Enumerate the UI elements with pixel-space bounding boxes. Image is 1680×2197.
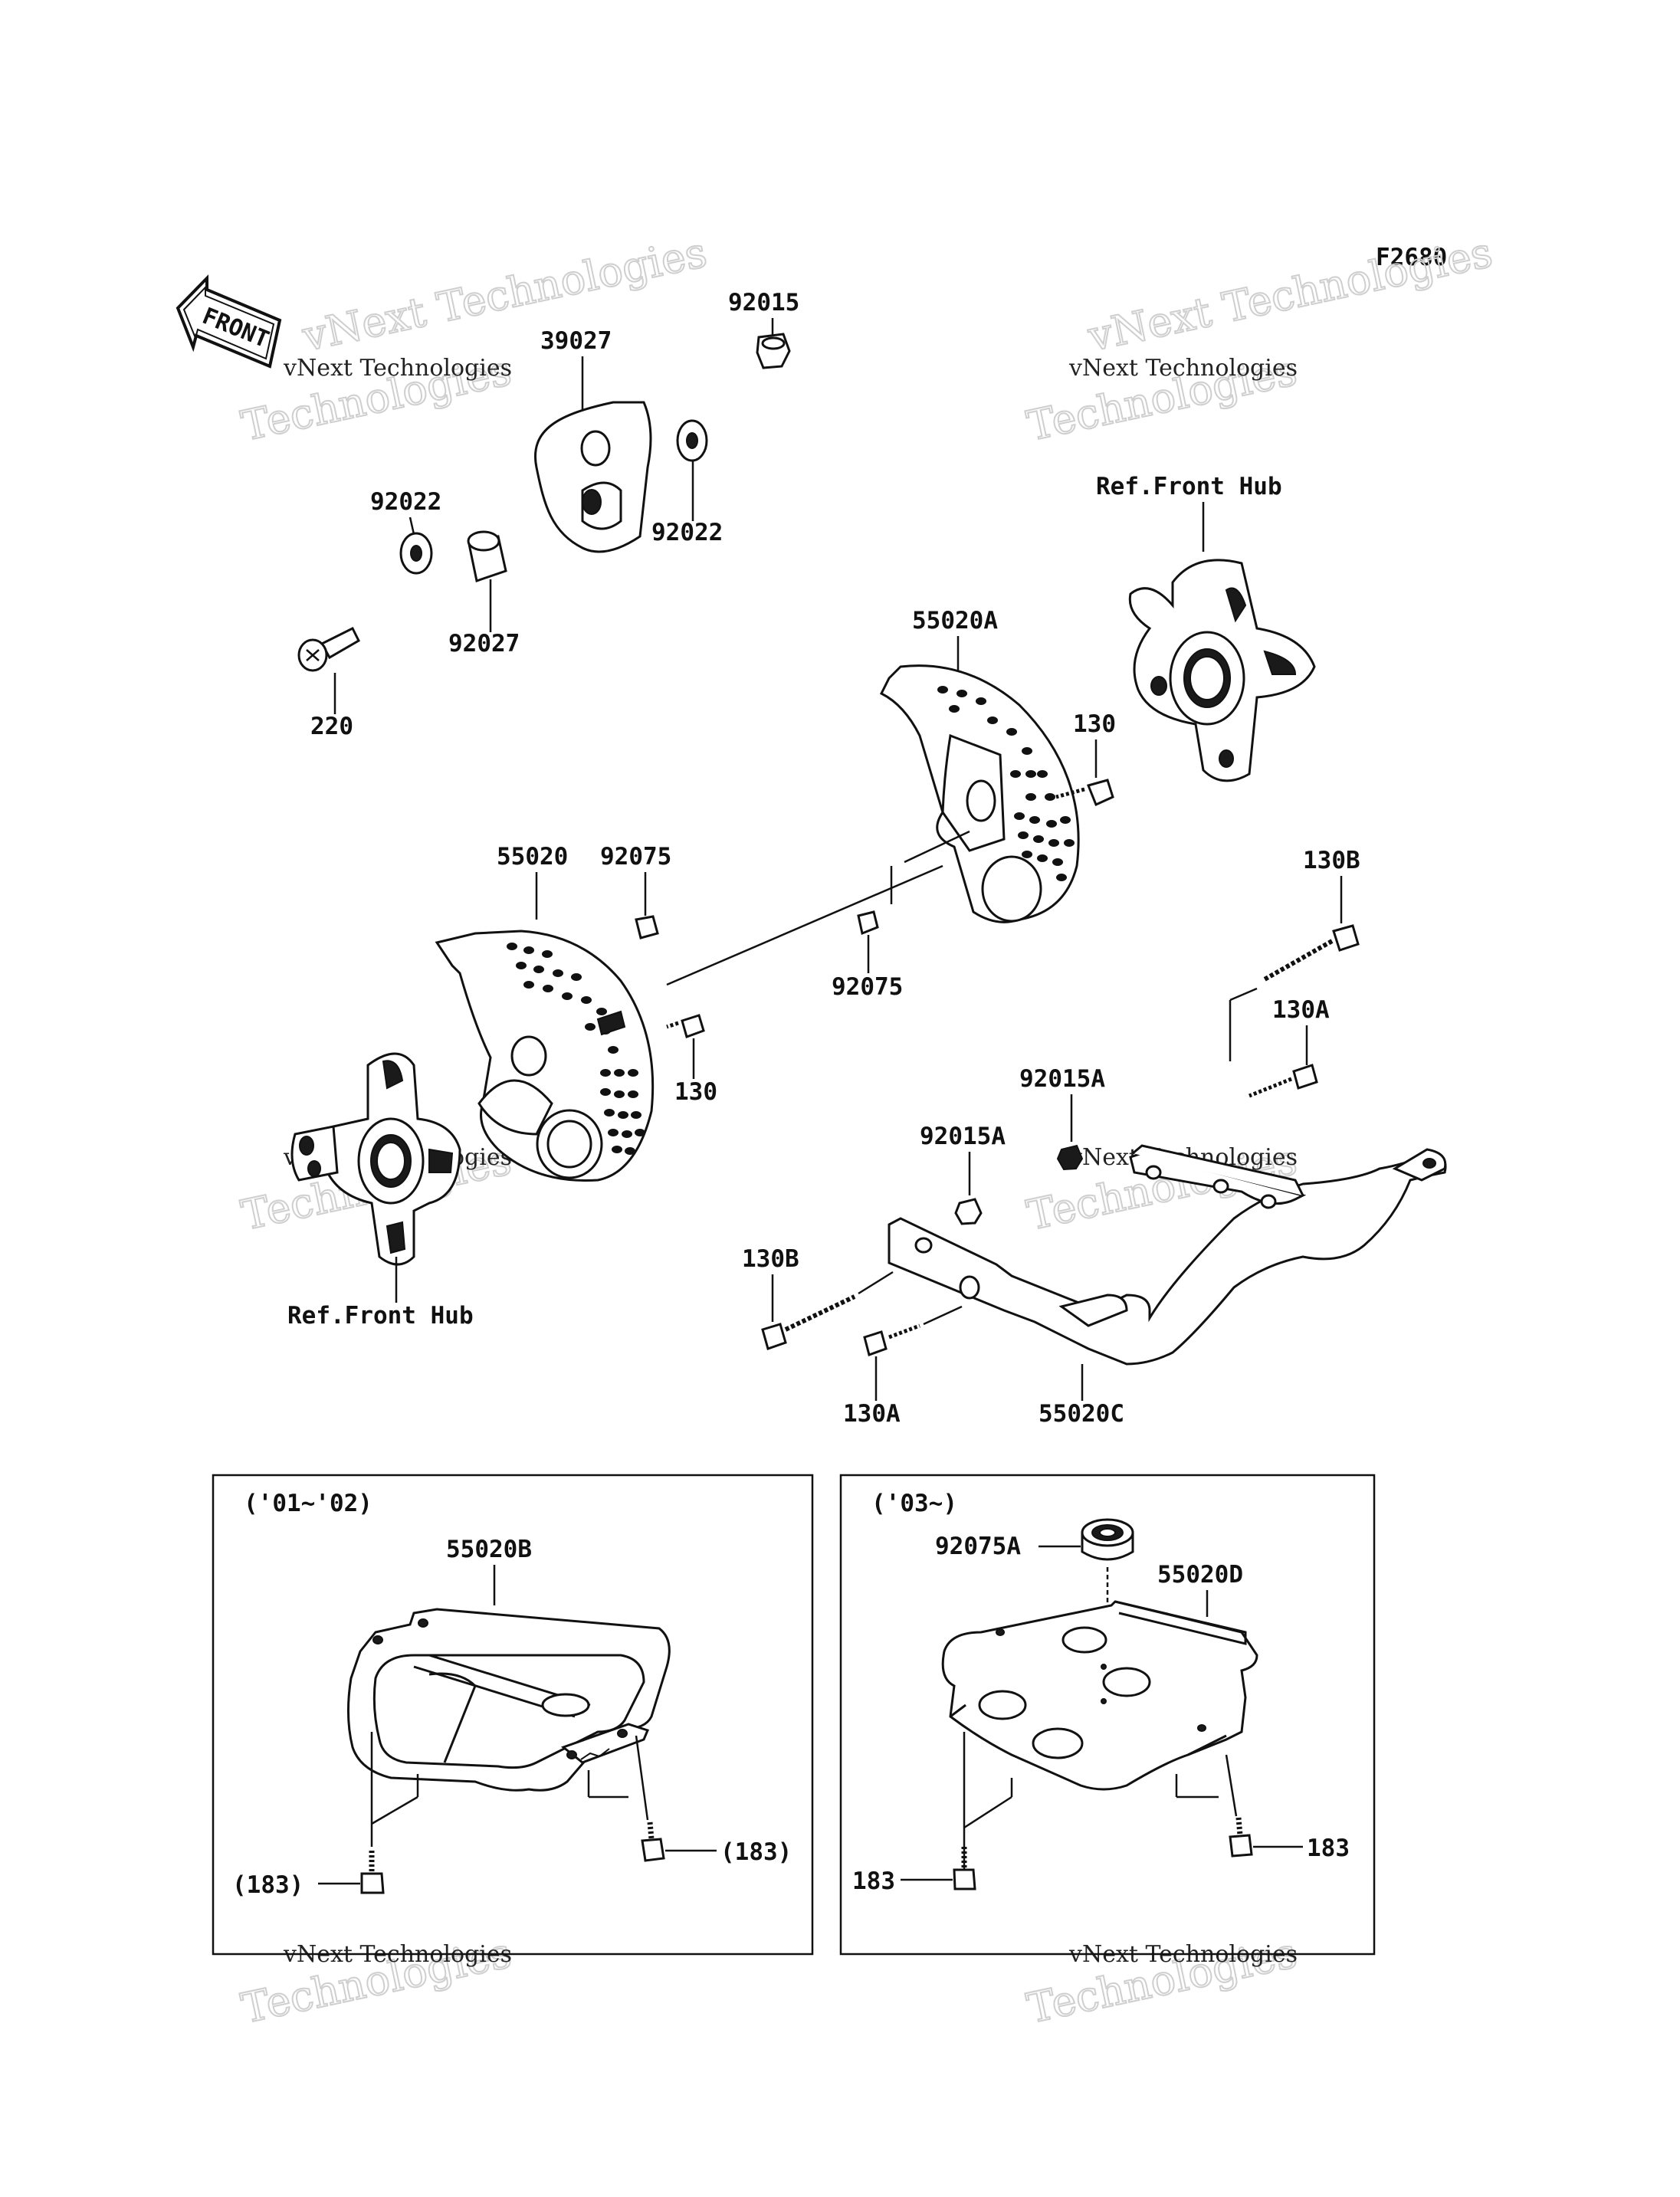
axis-line [666, 864, 943, 986]
label-130A-left: 130A [843, 1400, 901, 1428]
part-130-bolt-mid [666, 1014, 705, 1038]
label-55020D: 55020D [1157, 1561, 1243, 1589]
label-130A-right: 130A [1272, 996, 1330, 1024]
part-92015A-nut-right [1056, 1144, 1084, 1171]
part-183-bolt-inset-left-a [360, 1851, 385, 1894]
label-183-inset-left-a: (183) [232, 1871, 304, 1899]
part-92015-nut [756, 333, 791, 369]
part-130B-bolt-left [761, 1294, 856, 1350]
part-92075A-bumper [1081, 1518, 1134, 1561]
label-92015: 92015 [728, 289, 799, 316]
part-130A-bolt-right [1249, 1064, 1318, 1098]
label-92022-right: 92022 [651, 519, 723, 546]
part-92027-collar [467, 530, 507, 582]
part-55020A-disc-guard [879, 664, 1080, 923]
part-183-bolt-inset-right-a [953, 1847, 976, 1890]
label-ref-front-hub-top: Ref.Front Hub [1096, 473, 1282, 500]
part-92075-grommet-left [635, 915, 659, 939]
svg-text:vNext Technologies: vNext Technologies [298, 228, 711, 361]
label-92075-right: 92075 [832, 973, 903, 1001]
label-183-inset-right-b: 183 [1307, 1835, 1350, 1862]
label-ref-front-hub-bottom: Ref.Front Hub [287, 1302, 474, 1330]
part-92075-grommet-right [857, 910, 879, 936]
part-92022-washer-right [676, 419, 708, 462]
figure-code: F2680 [1376, 244, 1447, 271]
part-183-bolt-inset-right-b [1229, 1817, 1253, 1858]
watermark-top-right: Technologies vNext Technologies vNext Te… [1022, 228, 1498, 451]
part-130B-bolt-right [1263, 924, 1360, 982]
watermark-bottom-right: Technologies vNext Technologies [1022, 1928, 1302, 2034]
label-92075A: 92075A [935, 1533, 1021, 1560]
watermark-bottom-left: Technologies vNext Technologies [237, 1928, 517, 2034]
inset-box-right [839, 1474, 1376, 1956]
part-220-screw [297, 626, 360, 672]
inset-right-years: ('03~) [871, 1490, 957, 1517]
label-55020: 55020 [497, 843, 568, 871]
label-92027: 92027 [448, 630, 520, 657]
label-92022-left: 92022 [370, 488, 441, 516]
svg-text:vNext Technologies: vNext Technologies [1084, 228, 1497, 361]
part-55020-disc-guard [435, 930, 655, 1182]
part-front-hub-left [290, 1052, 461, 1266]
label-55020B: 55020B [446, 1536, 532, 1563]
inset-box-left [212, 1474, 814, 1956]
svg-text:vNext Technologies: vNext Technologies [283, 355, 512, 382]
part-55020B-guard-frame [346, 1608, 671, 1792]
label-183-inset-right-a: 183 [852, 1867, 895, 1895]
label-183-inset-left-b: (183) [720, 1838, 792, 1866]
part-55020D-skid-plate [941, 1600, 1258, 1791]
label-55020A: 55020A [912, 607, 998, 635]
part-130A-bolt-left [863, 1323, 920, 1356]
part-55020C-frame [888, 1144, 1447, 1366]
part-92022-washer-left [399, 532, 433, 575]
label-92075-left: 92075 [600, 843, 671, 871]
part-183-bolt-inset-left-b [641, 1822, 665, 1862]
label-130-top: 130 [1073, 710, 1116, 738]
label-55020C: 55020C [1039, 1400, 1124, 1428]
label-220: 220 [310, 713, 353, 740]
label-92015A-left: 92015A [920, 1123, 1006, 1150]
front-arrow-icon: FRONT [176, 274, 282, 369]
label-130-mid: 130 [674, 1078, 717, 1106]
part-39027-bracket [534, 401, 652, 553]
part-front-hub-right [1128, 559, 1316, 782]
part-130-bolt-top [1055, 779, 1114, 807]
label-39027: 39027 [540, 327, 612, 355]
part-92015A-nut-left [954, 1198, 983, 1225]
label-130B-right: 130B [1303, 847, 1360, 874]
label-130B-left: 130B [742, 1245, 799, 1273]
label-92015A-right: 92015A [1019, 1065, 1105, 1093]
inset-left-years: ('01~'02) [244, 1490, 372, 1517]
svg-text:vNext Technologies: vNext Technologies [1068, 355, 1298, 382]
